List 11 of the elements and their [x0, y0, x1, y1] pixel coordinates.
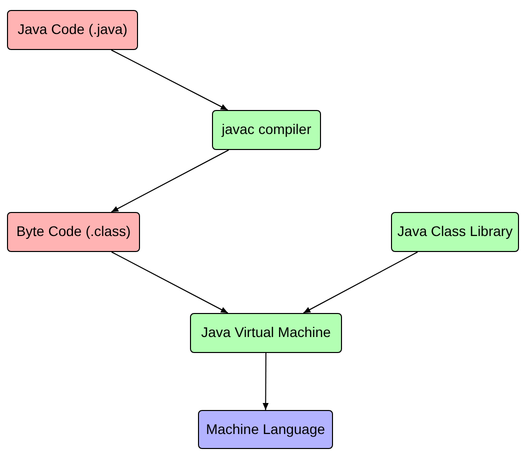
process-box: Java Class Library: [391, 212, 519, 252]
process-box: Java Code (.java): [7, 10, 138, 50]
arrow: [110, 150, 230, 212]
arrow: [110, 50, 228, 110]
process-box: Java Virtual Machine: [190, 313, 342, 353]
process-box: javac compiler: [212, 110, 321, 150]
process-box: Machine Language: [198, 410, 333, 449]
arrow: [111, 252, 228, 314]
arrow: [262, 352, 269, 410]
process-box: Byte Code (.class): [7, 212, 140, 252]
arrow: [302, 252, 418, 314]
